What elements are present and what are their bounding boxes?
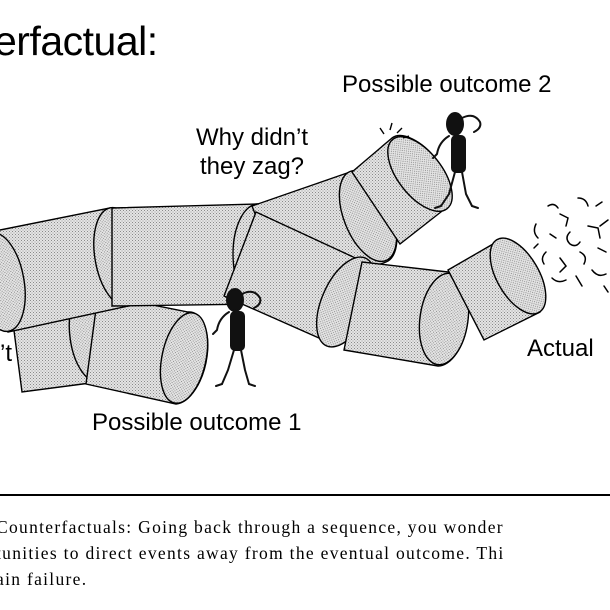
spark-lines	[379, 122, 410, 139]
middle-branch-tubes	[223, 211, 547, 367]
tube-end	[159, 312, 209, 404]
label-cutoff-fragment: ’t	[0, 340, 12, 367]
tube-end	[387, 136, 453, 212]
label-possible-outcome-1: Possible outcome 1	[92, 409, 302, 436]
label-line: they zag?	[199, 153, 305, 180]
caption-line: ain failure.	[0, 569, 88, 589]
label-possible-outcome-2: Possible outcome 2	[342, 71, 552, 98]
label-actual: Actual	[527, 335, 594, 362]
thinking-person-icon	[212, 288, 262, 387]
caption-line: tunities to direct events away from the …	[0, 543, 505, 563]
caption-divider	[0, 494, 610, 496]
figure-caption: Counterfactuals: Going back through a se…	[0, 514, 610, 592]
label-line: Why didn’t	[195, 124, 309, 151]
tube-start	[0, 231, 26, 333]
thinking-person-icon	[432, 112, 482, 209]
tube-end	[489, 237, 547, 315]
explosion-icon	[533, 197, 609, 293]
label-why-didnt-they-zag: Why didn’t they zag?	[190, 123, 314, 181]
caption-line: Counterfactuals: Going back through a se…	[0, 517, 504, 537]
page-title: erfactual:	[0, 18, 158, 64]
